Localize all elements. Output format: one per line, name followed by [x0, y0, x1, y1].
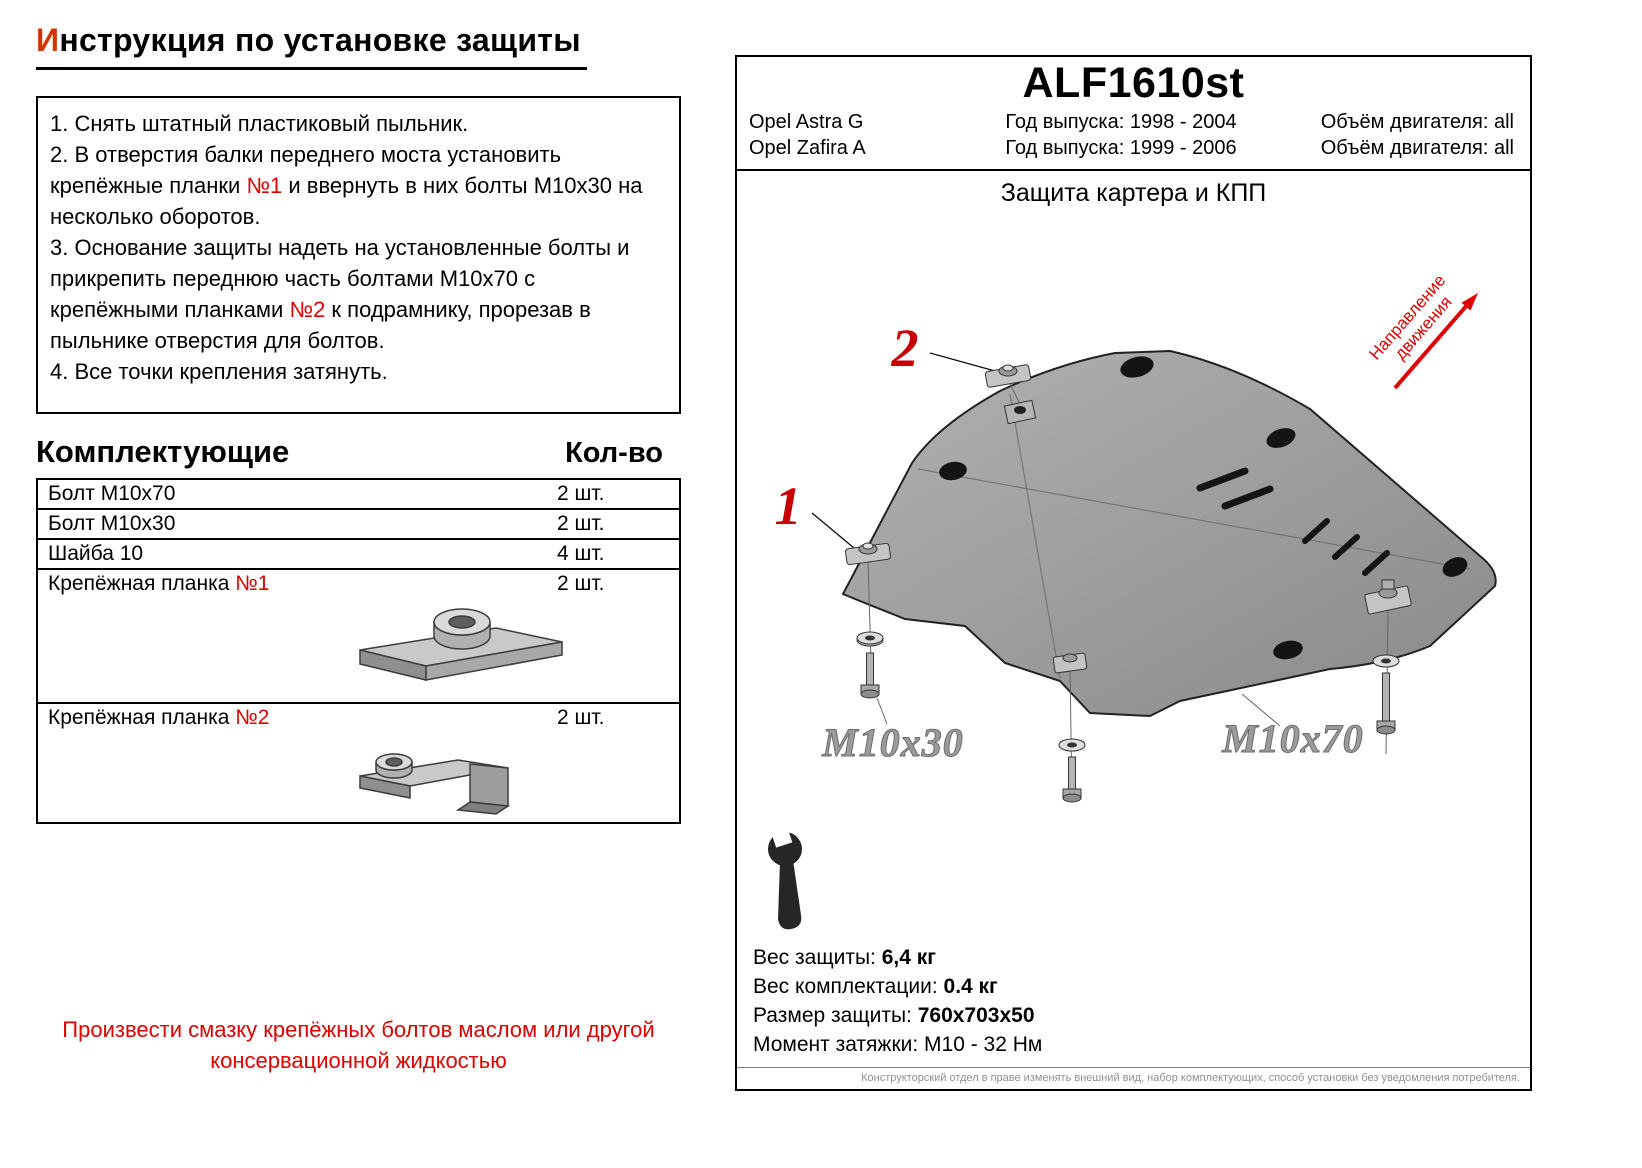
components-table: Болт М10х70 2 шт. Болт М10х30 2 шт. Шайб…: [36, 478, 681, 824]
step-4: 4. Все точки крепления затянуть.: [50, 359, 388, 384]
spec-weight: Вес защиты: 6,4 кг: [753, 946, 937, 969]
table-row-washer-10: Шайба 10 4 шт.: [38, 540, 679, 570]
component-qty: 2 шт.: [557, 572, 605, 595]
clamp-plate-2: [984, 364, 1037, 425]
component-name: Шайба 10: [48, 542, 144, 565]
component-qty: 2 шт.: [557, 706, 605, 729]
step-3: 3. Основание защиты надеть на установлен…: [50, 235, 630, 353]
mounting-plate-2-image: [359, 753, 511, 815]
component-name: Крепёжная планка №1: [48, 572, 270, 595]
vehicle-model: Opel Zafira A: [749, 137, 866, 159]
callout-lines: [811, 352, 996, 549]
component-qty: 2 шт.: [557, 512, 605, 535]
components-title: Комплектующие: [36, 434, 290, 469]
page-title: Инструкция по установке защиты: [36, 22, 587, 70]
skid-plate-shape: [841, 349, 1497, 718]
installation-steps: 1. Снять штатный пластиковый пыльник. 2.…: [36, 96, 681, 414]
vent-slots: [1196, 467, 1274, 510]
vehicle-years: Год выпуска: 1999 - 2006: [1005, 137, 1237, 159]
label-m10x70: М10х70: [1221, 716, 1364, 761]
step-2-part-ref: №1: [246, 173, 283, 198]
spec-size: Размер защиты: 760х703х50: [753, 1004, 1035, 1027]
lubrication-note: Произвести смазку крепёжных болтов масло…: [62, 1017, 655, 1073]
spec-torque: Момент затяжки: М10 - 32 Нм: [753, 1033, 1043, 1056]
table-row-mounting-plate-2: Крепёжная планка №2 2 шт.: [38, 704, 679, 822]
hardware-stack-center: [1052, 652, 1088, 803]
step-1: 1. Снять штатный пластиковый пыльник.: [50, 111, 469, 136]
step-3-part-ref: №2: [289, 297, 326, 322]
component-qty: 4 шт.: [557, 542, 605, 565]
vehicle-years: Год выпуска: 1998 - 2004: [1005, 111, 1237, 133]
diagram-title: Защита картера и КПП: [1000, 179, 1267, 207]
component-name: Болт М10х70: [48, 482, 176, 505]
hardware-stack-left: [856, 631, 884, 699]
component-name: Крепёжная планка №2: [48, 706, 270, 729]
quantity-title: Кол-во: [565, 437, 663, 469]
vent-slots-small: [1302, 518, 1390, 576]
hardware-stack-right: [1364, 579, 1412, 735]
table-row-bolt-m10x70: Болт М10х70 2 шт.: [38, 480, 679, 510]
vehicle-engine: Объём двигателя: all: [1320, 137, 1514, 159]
wrench-icon: [768, 827, 802, 930]
vehicle-row-astra: Opel Astra G Год выпуска: 1998 - 2004 Об…: [737, 111, 1530, 134]
step-2: 2. В отверстия балки переднего моста уст…: [50, 142, 643, 229]
component-qty: 2 шт.: [557, 482, 605, 505]
disclaimer: Конструкторский отдел в праве изменять в…: [737, 1067, 1530, 1089]
vehicle-row-zafira: Opel Zafira A Год выпуска: 1999 - 2006 О…: [737, 137, 1530, 160]
callout-1: 1: [775, 476, 802, 536]
vehicle-engine: Объём двигателя: all: [1320, 111, 1514, 133]
label-m10x30: М10х30: [821, 720, 964, 765]
plate-2-ref: №2: [235, 706, 270, 729]
product-code: ALF1610st: [1022, 59, 1245, 107]
plate-1-ref: №1: [235, 572, 270, 595]
specs-block: Вес защиты: 6,4 кг Вес комплектации: 0.4…: [753, 943, 1042, 1059]
table-row-bolt-m10x30: Болт М10х30 2 шт.: [38, 510, 679, 540]
components-header: Комплектующие Кол-во: [36, 434, 681, 470]
spec-kit-weight: Вес комплектации: 0.4 кг: [753, 975, 998, 998]
header-divider: [737, 169, 1530, 171]
product-panel: ALF1610st Opel Astra G Год выпуска: 1998…: [735, 55, 1532, 1091]
table-row-mounting-plate-1: Крепёжная планка №1 2 шт.: [38, 570, 679, 704]
callout-2: 2: [891, 318, 919, 378]
skid-plate-diagram: 2 1 М10х30 М10х70 Направление движения: [775, 271, 1497, 803]
page-title-text: нструкция по установке защиты: [59, 22, 581, 58]
direction-arrow-icon: [1393, 293, 1478, 390]
mount-holes: [939, 356, 1468, 660]
component-name: Болт М10х30: [48, 512, 176, 535]
page-title-initial: И: [36, 22, 60, 58]
clamp-plate-1: [844, 542, 892, 566]
vehicle-model: Opel Astra G: [749, 111, 864, 133]
instruction-column: Инструкция по установке защиты 1. Снять …: [36, 22, 681, 1073]
mounting-plate-1-image: [359, 608, 563, 681]
